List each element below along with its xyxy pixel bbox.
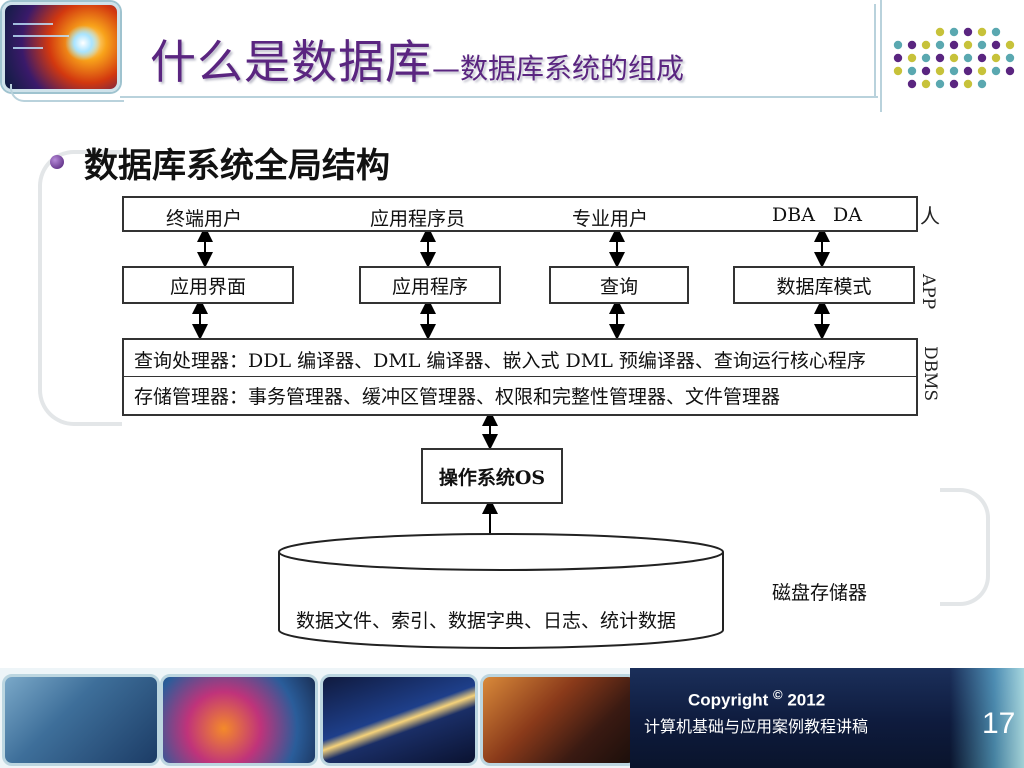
decor-dot xyxy=(991,40,1001,50)
footer-panel xyxy=(630,668,1024,768)
decor-dot xyxy=(963,27,973,37)
decor-dot xyxy=(907,53,917,63)
app-box-interface: 应用界面 xyxy=(122,266,294,304)
footer-photo-lights xyxy=(320,674,478,766)
decor-dot xyxy=(949,40,959,50)
decor-dot xyxy=(977,27,987,37)
header-divider xyxy=(120,96,878,98)
decor-dot xyxy=(1005,66,1015,76)
decor-dot xyxy=(949,53,959,63)
logo-thumbnail xyxy=(2,2,120,92)
decor-dot xyxy=(921,66,931,76)
title-sub: —数据库系统的组成 xyxy=(432,52,685,85)
decor-dot xyxy=(963,66,973,76)
header-frame-corner xyxy=(10,84,124,102)
slide-title: 什么是数据库—数据库系统的组成 xyxy=(150,26,684,92)
decor-dot xyxy=(921,40,931,50)
dbms-storage-manager: 存储管理器：事务管理器、缓冲区管理器、权限和完整性管理器、文件管理器 xyxy=(134,386,781,408)
decor-dot xyxy=(949,79,959,89)
user-label-dba: DBA DA xyxy=(772,204,862,226)
copyright-year: 2012 xyxy=(787,690,826,710)
footer-photo-keyboard xyxy=(480,674,638,766)
app-box-query: 查询 xyxy=(549,266,689,304)
app-box-program: 应用程序 xyxy=(359,266,501,304)
decor-dot xyxy=(935,27,945,37)
decor-dot xyxy=(935,53,945,63)
decor-dot xyxy=(949,27,959,37)
disk-cylinder xyxy=(278,533,724,649)
decor-dot xyxy=(963,79,973,89)
footer-photo-globe xyxy=(160,674,318,766)
copyright-word: Copyright xyxy=(688,690,769,710)
os-box: 操作系统OS xyxy=(421,448,563,504)
decor-dot xyxy=(935,40,945,50)
dbms-box: 查询处理器：DDL 编译器、DML 编译器、嵌入式 DML 预编译器、查询运行核… xyxy=(122,338,918,416)
decor-dot xyxy=(977,66,987,76)
dbms-query-processor: 查询处理器：DDL 编译器、DML 编译器、嵌入式 DML 预编译器、查询运行核… xyxy=(134,350,866,372)
decor-dot xyxy=(949,66,959,76)
dots-decoration xyxy=(893,27,1015,89)
decor-dot xyxy=(977,53,987,63)
decor-dot xyxy=(921,53,931,63)
decor-dot xyxy=(907,66,917,76)
copyright-symbol: © xyxy=(773,687,783,702)
decor-dot xyxy=(977,79,987,89)
course-title: 计算机基础与应用案例教程讲稿 xyxy=(644,717,869,736)
decor-dot xyxy=(1005,53,1015,63)
decor-dot xyxy=(893,66,903,76)
footer-photo-handshake xyxy=(2,674,160,766)
dbms-divider xyxy=(124,376,916,377)
title-main: 什么是数据库 xyxy=(150,35,432,89)
copyright-text: Copyright © 2012 xyxy=(688,687,825,711)
bullet-icon xyxy=(50,155,64,169)
decor-dot xyxy=(963,40,973,50)
decor-dot xyxy=(991,53,1001,63)
decor-dot xyxy=(893,40,903,50)
side-label-people: 人 xyxy=(920,204,940,228)
decor-dot xyxy=(921,79,931,89)
decor-dot xyxy=(935,66,945,76)
decor-dot xyxy=(935,79,945,89)
disk-storage-label: 磁盘存储器 xyxy=(772,582,868,604)
decor-dot xyxy=(907,40,917,50)
decor-dot xyxy=(1005,40,1015,50)
disk-contents: 数据文件、索引、数据字典、日志、统计数据 xyxy=(296,610,677,632)
decor-dot xyxy=(907,79,917,89)
side-label-dbms: DBMS xyxy=(920,346,940,402)
header-divider-vertical xyxy=(874,4,876,96)
decor-dot xyxy=(991,27,1001,37)
user-label-terminal: 终端用户 xyxy=(166,208,243,230)
decor-dot xyxy=(977,40,987,50)
user-label-programmer: 应用程序员 xyxy=(370,208,466,230)
right-bracket-decoration xyxy=(940,488,990,606)
user-label-professional: 专业用户 xyxy=(572,208,649,230)
header-divider-vertical-2 xyxy=(880,0,882,112)
left-bracket-decoration xyxy=(38,150,122,426)
decor-dot xyxy=(893,53,903,63)
decor-dot xyxy=(963,53,973,63)
page-number: 17 xyxy=(982,707,1016,740)
side-label-app: APP xyxy=(918,274,938,310)
bullet-heading: 数据库系统全局结构 xyxy=(84,146,390,186)
users-row: 终端用户 应用程序员 专业用户 DBA DA xyxy=(122,196,918,232)
app-box-schema: 数据库模式 xyxy=(733,266,915,304)
decor-dot xyxy=(991,66,1001,76)
